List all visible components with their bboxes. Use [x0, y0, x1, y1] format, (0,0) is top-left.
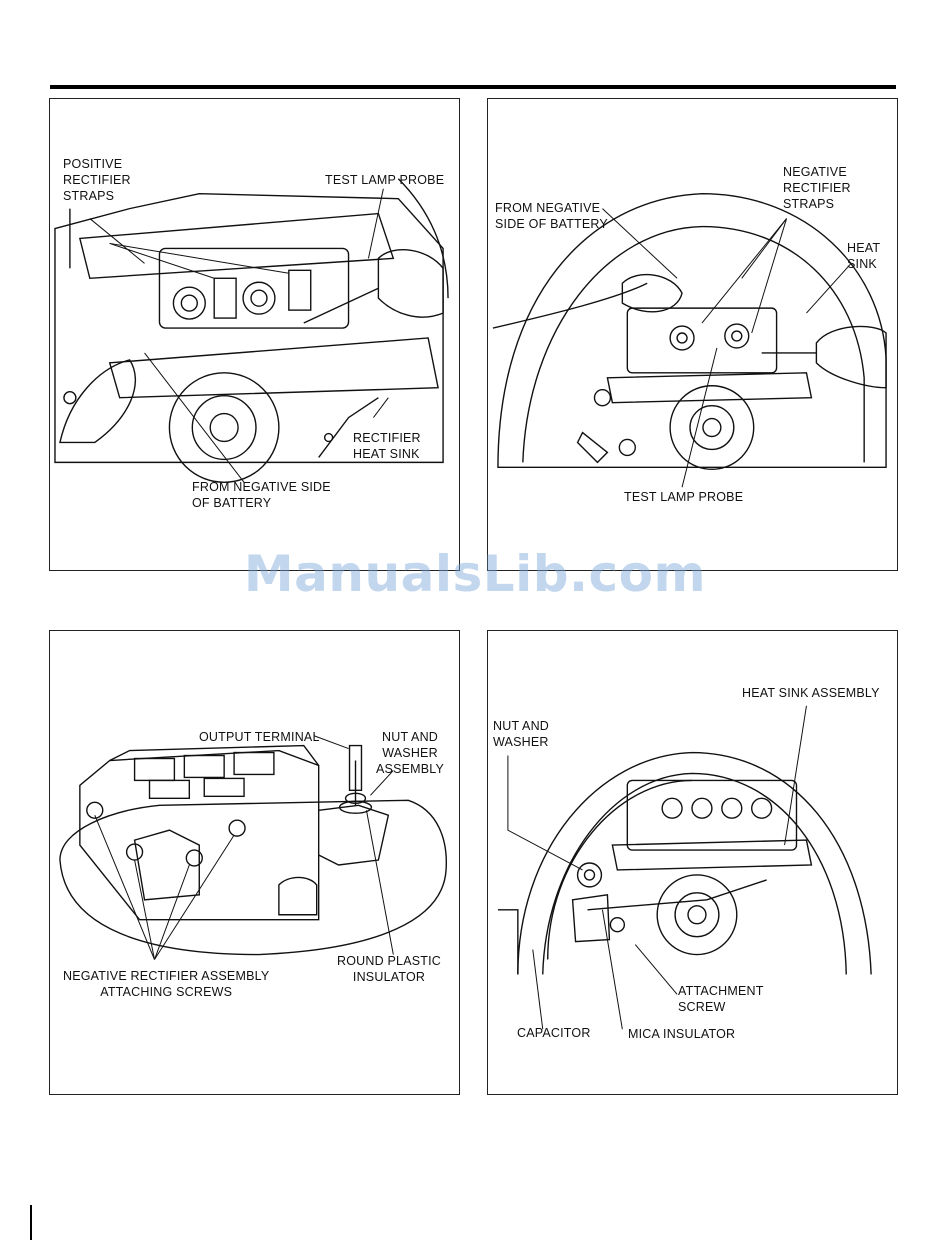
illustration-rectifier-positive-test: [54, 178, 449, 483]
label-heat-sink-assembly: HEAT SINK ASSEMBLY: [742, 686, 880, 700]
label-heat-sink: HEAT SINK: [847, 241, 881, 271]
label-capacitor: CAPACITOR: [517, 1026, 591, 1040]
label-attachment-screw: ATTACHMENT SCREW: [678, 984, 764, 1014]
figure-panel-heat-sink-assembly: HEAT SINK ASSEMBLY NUT AND WASHER ATTACH…: [487, 630, 898, 1095]
top-rule: [50, 85, 896, 89]
label-nut-and-washer: NUT AND WASHER: [493, 719, 550, 749]
illustration-heat-sink-assembly: [497, 705, 872, 1030]
illustration-rectifier-assembly: [59, 735, 447, 960]
label-nut-and-washer-assembly: NUT AND WASHER ASSEMBLY: [376, 730, 445, 776]
illustration-rectifier-negative-test: [492, 192, 887, 488]
figure-panel-negative-rectifier-removal: OUTPUT TERMINAL NUT AND WASHER ASSEMBLY …: [49, 630, 460, 1095]
label-negative-rectifier-assembly-attaching-screws: NEGATIVE RECTIFIER ASSEMBLY ATTACHING SC…: [63, 969, 270, 999]
label-round-plastic-insulator: ROUND PLASTIC INSULATOR: [337, 954, 442, 984]
figure-panel-negative-rectifier-test: NEGATIVE RECTIFIER STRAPS FROM NEGATIVE …: [487, 98, 898, 571]
label-test-lamp-probe: TEST LAMP PROBE: [325, 173, 445, 187]
label-negative-rectifier-straps: NEGATIVE RECTIFIER STRAPS: [783, 165, 851, 211]
label-from-negative-side-of-battery: FROM NEGATIVE SIDE OF BATTERY: [192, 480, 331, 510]
label-output-terminal: OUTPUT TERMINAL: [199, 730, 320, 744]
margin-mark: [30, 1205, 32, 1240]
label-mica-insulator: MICA INSULATOR: [628, 1027, 736, 1041]
label-rectifier-heat-sink: RECTIFIER HEAT SINK: [353, 431, 421, 461]
label-test-lamp-probe: TEST LAMP PROBE: [624, 490, 744, 504]
figure-panel-positive-rectifier-test: POSITIVE RECTIFIER STRAPS TEST LAMP PROB…: [49, 98, 460, 571]
label-from-negative-side-of-battery: FROM NEGATIVE SIDE OF BATTERY: [495, 201, 608, 231]
label-positive-rectifier-straps: POSITIVE RECTIFIER STRAPS: [63, 157, 131, 203]
watermark: ManualsLib.com: [243, 545, 707, 603]
